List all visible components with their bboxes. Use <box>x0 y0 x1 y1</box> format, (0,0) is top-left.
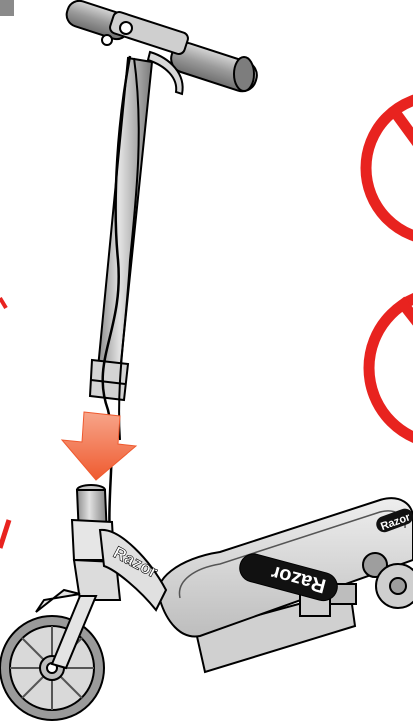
prohibition-fragment-icon <box>0 296 8 310</box>
steering-tube <box>70 484 122 601</box>
prohibition-fragment-icon <box>0 519 12 549</box>
assembly-down-arrow-icon <box>60 411 138 481</box>
rear-wheel <box>375 563 413 609</box>
rear-logo-badge <box>376 508 413 533</box>
brake-cable <box>118 57 140 441</box>
brake-cable <box>101 55 132 561</box>
scooter-deck <box>98 497 413 674</box>
prohibition-sign-icon <box>363 293 413 443</box>
front-wheel <box>0 615 105 721</box>
handlebar <box>65 0 258 96</box>
corner-tab <box>0 0 14 16</box>
deck-logo-badge <box>239 553 338 602</box>
prohibition-sign-icon <box>360 94 413 242</box>
front-fork <box>35 588 98 670</box>
